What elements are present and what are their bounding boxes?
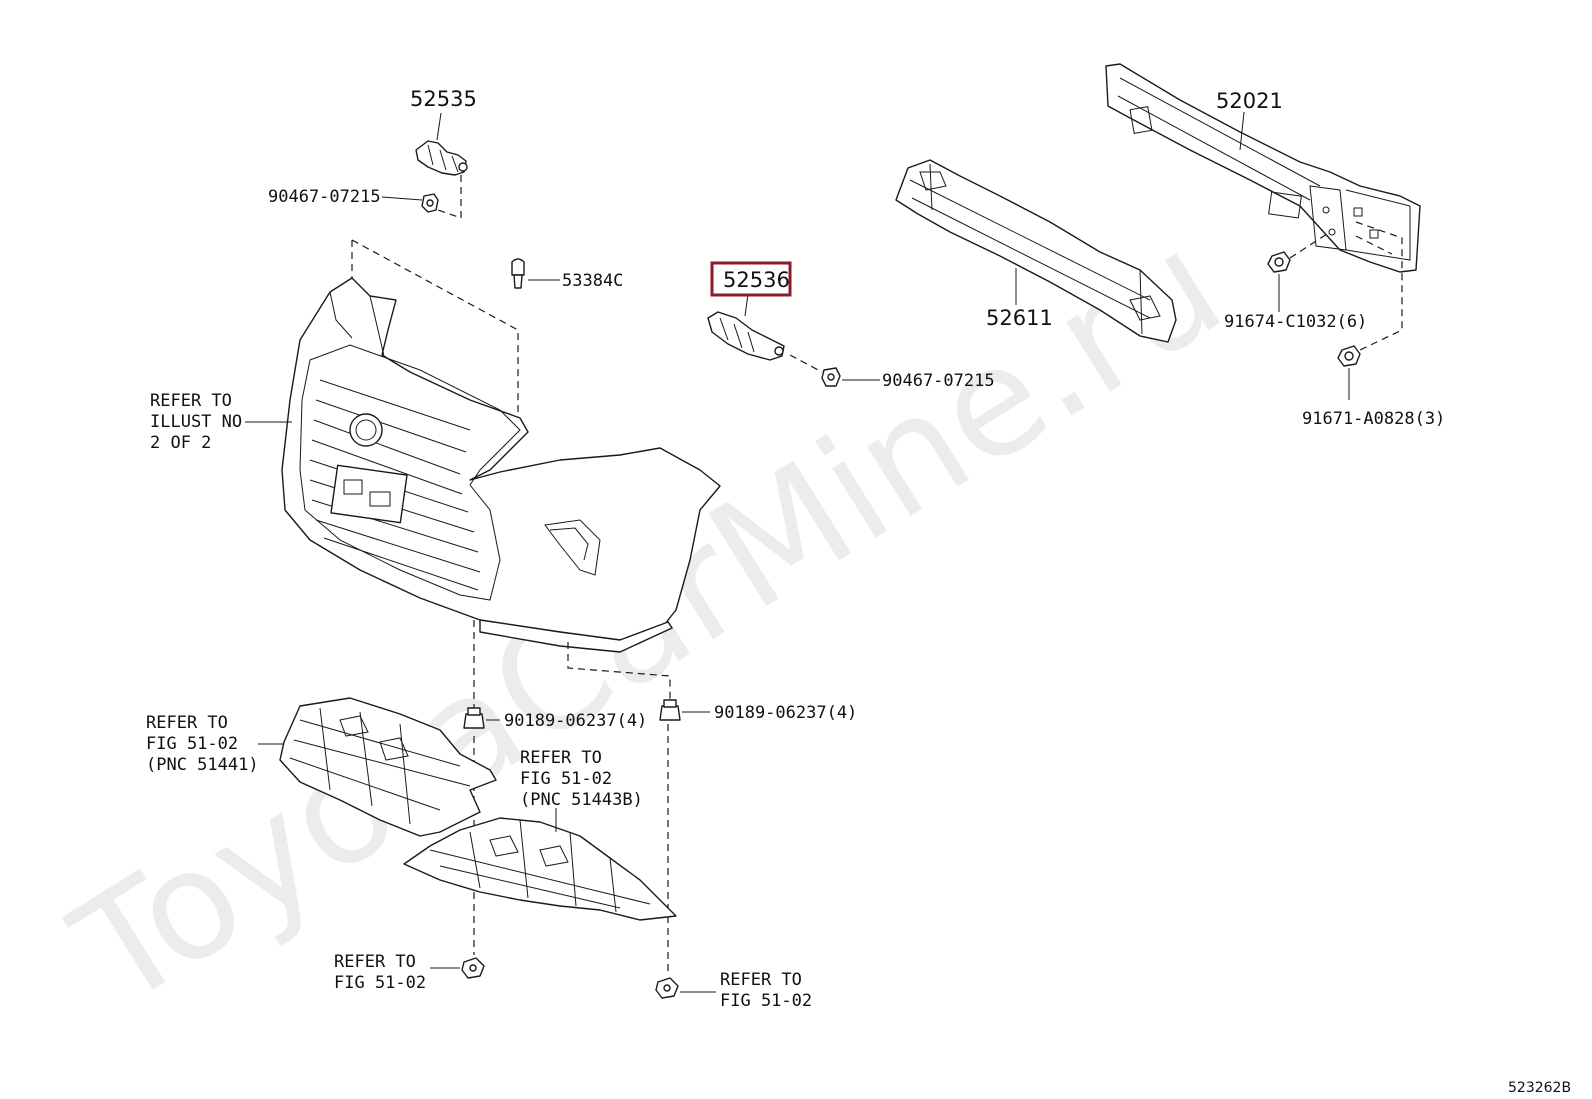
- clip-90189-right[interactable]: [659, 699, 681, 721]
- callout-52535[interactable]: 52535: [410, 87, 477, 111]
- drawing-id: 523262B: [1508, 1080, 1571, 1096]
- callout-52021[interactable]: 52021: [1216, 89, 1283, 113]
- callout-52611[interactable]: 52611: [986, 306, 1053, 330]
- svg-text:REFER TO: REFER TO: [150, 391, 232, 411]
- bolt-bottom-left[interactable]: [461, 957, 485, 979]
- bolt-91671[interactable]: [1337, 345, 1361, 367]
- callout-90467-07215-right[interactable]: 90467-07215: [882, 371, 995, 391]
- svg-text:FIG 51-02: FIG 51-02: [146, 734, 238, 754]
- callout-52536[interactable]: 52536: [723, 268, 790, 292]
- bumper-retainer-52536[interactable]: [707, 311, 785, 361]
- bolt-91674[interactable]: [1267, 251, 1291, 273]
- clip-90467-upper[interactable]: [421, 193, 439, 213]
- bumper-reinforcement-52021[interactable]: [1105, 63, 1421, 273]
- svg-text:(PNC 51441): (PNC 51441): [146, 755, 259, 775]
- engine-under-cover-center[interactable]: [403, 817, 677, 921]
- refer-note-bottom-left: REFER TO FIG 51-02: [334, 952, 426, 993]
- engine-under-cover-left[interactable]: [279, 697, 497, 837]
- refer-note-illust: REFER TO ILLUST NO 2 OF 2: [150, 391, 242, 453]
- bolt-bottom-right[interactable]: [655, 977, 679, 999]
- svg-text:FIG 51-02: FIG 51-02: [334, 973, 426, 993]
- svg-text:REFER TO: REFER TO: [520, 748, 602, 768]
- bumper-retainer-52535[interactable]: [415, 140, 468, 176]
- svg-text:FIG 51-02: FIG 51-02: [720, 991, 812, 1011]
- svg-text:REFER TO: REFER TO: [146, 713, 228, 733]
- front-bumper-cover[interactable]: [281, 277, 721, 653]
- highlight-box-52536: [710, 261, 792, 297]
- svg-text:ILLUST NO: ILLUST NO: [150, 412, 242, 432]
- callout-90467-07215-upper[interactable]: 90467-07215: [268, 187, 381, 207]
- svg-text:REFER TO: REFER TO: [720, 970, 802, 990]
- svg-text:REFER TO: REFER TO: [334, 952, 416, 972]
- callout-90189-06237-left[interactable]: 90189-06237(4): [504, 711, 647, 731]
- callout-91674-c1032[interactable]: 91674-C1032(6): [1224, 312, 1367, 332]
- clip-90189-left[interactable]: [463, 707, 485, 729]
- svg-text:(PNC 51443B): (PNC 51443B): [520, 790, 643, 810]
- refer-note-left-cover: REFER TO FIG 51-02 (PNC 51441): [146, 713, 259, 775]
- refer-note-bottom-right: REFER TO FIG 51-02: [720, 970, 812, 1011]
- energy-absorber-52611[interactable]: [895, 159, 1177, 343]
- pin-53384c[interactable]: [511, 258, 525, 289]
- callout-91671-a0828[interactable]: 91671-A0828(3): [1302, 409, 1445, 429]
- svg-text:FIG 51-02: FIG 51-02: [520, 769, 612, 789]
- clip-90467-right[interactable]: [821, 367, 841, 387]
- refer-note-center-cover: REFER TO FIG 51-02 (PNC 51443B): [520, 748, 643, 810]
- callout-90189-06237-right[interactable]: 90189-06237(4): [714, 703, 857, 723]
- svg-text:2 OF 2: 2 OF 2: [150, 433, 211, 453]
- callout-53384c[interactable]: 53384C: [562, 271, 623, 291]
